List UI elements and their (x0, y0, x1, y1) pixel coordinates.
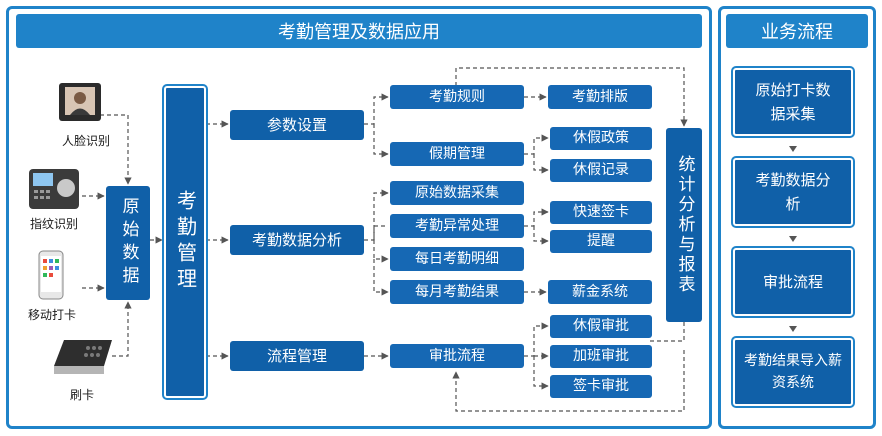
approval-flow-box[interactable]: 审批流程 (390, 344, 524, 368)
leave-record-box[interactable]: 休假记录 (550, 159, 652, 182)
device-label-face: 人脸识别 (61, 134, 110, 148)
side-title: 业务流程 (726, 14, 868, 48)
monthly-result-box[interactable]: 每月考勤结果 (390, 280, 524, 304)
sign-approval-box[interactable]: 签卡审批 (550, 375, 652, 398)
flow-step-raw-collection[interactable]: 原始打卡数据采集 (731, 66, 855, 138)
device-label-card: 刷卡 (69, 388, 94, 402)
fingerprint-scanner-icon (28, 168, 80, 210)
device-label-fingerprint: 指纹识别 (29, 217, 78, 231)
statistics-report-box[interactable]: 统计分析与报表 (666, 128, 702, 322)
face-recognition-icon (58, 82, 102, 122)
daily-detail-box[interactable]: 每日考勤明细 (390, 247, 524, 271)
attendance-analysis-box[interactable]: 考勤数据分析 (230, 225, 364, 255)
main-title: 考勤管理及数据应用 (16, 14, 702, 48)
overtime-approval-box[interactable]: 加班审批 (550, 345, 652, 368)
reminder-box[interactable]: 提醒 (550, 230, 652, 253)
mobile-phone-icon (38, 250, 64, 300)
raw-data-collection-box[interactable]: 原始数据采集 (390, 181, 524, 205)
device-label-mobile: 移动打卡 (27, 308, 76, 322)
flow-step-approval[interactable]: 审批流程 (731, 246, 855, 318)
quick-sign-box[interactable]: 快速签卡 (550, 201, 652, 224)
leave-approval-box[interactable]: 休假审批 (550, 315, 652, 338)
attendance-management-box[interactable]: 考勤管理 (162, 84, 208, 400)
raw-data-box[interactable]: 原始数据 (106, 186, 150, 300)
salary-system-box[interactable]: 薪金系统 (548, 280, 652, 304)
leave-policy-box[interactable]: 休假政策 (550, 127, 652, 150)
leave-management-box[interactable]: 假期管理 (390, 142, 524, 166)
attendance-scheduling-box[interactable]: 考勤排版 (548, 85, 652, 109)
exception-handling-box[interactable]: 考勤异常处理 (390, 214, 524, 238)
flow-step-analysis[interactable]: 考勤数据分析 (731, 156, 855, 228)
flow-step-salary-import[interactable]: 考勤结果导入薪资系统 (731, 336, 855, 408)
attendance-rules-box[interactable]: 考勤规则 (390, 85, 524, 109)
process-management-box[interactable]: 流程管理 (230, 341, 364, 371)
card-reader-icon (50, 336, 116, 378)
params-settings-box[interactable]: 参数设置 (230, 110, 364, 140)
